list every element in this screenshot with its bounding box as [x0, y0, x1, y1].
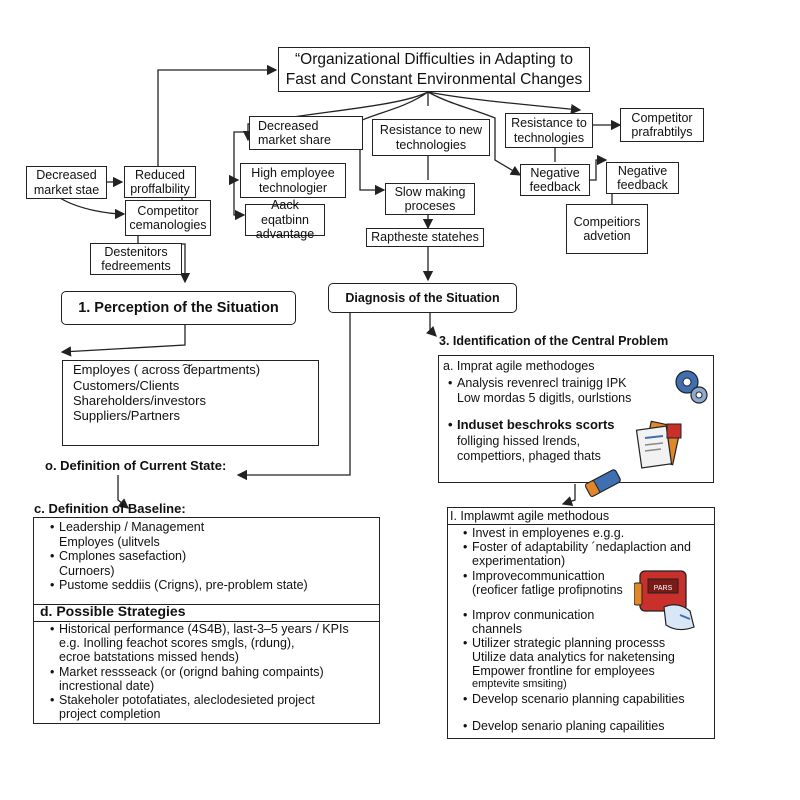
- agile-heading: a. Imprat agile methodoges: [443, 359, 595, 373]
- agile-item: folliging hissed lrends,: [457, 434, 580, 448]
- phase-perception: 1. Perception of the Situation: [61, 291, 296, 325]
- strategy-item: Stakeholer potofatiates, aleclodesieted …: [50, 693, 315, 707]
- stakeholder-item: Shareholders/investors: [73, 393, 206, 408]
- stakeholder-item: Suppliers/Partners: [73, 408, 180, 423]
- marker-icon: [584, 469, 621, 497]
- baseline-item: Pustome seddiis (Crigns), pre-problem st…: [50, 578, 308, 592]
- baseline-item: Employes (ulitvels: [59, 535, 160, 549]
- implement-item: experimentation): [472, 554, 566, 568]
- implement-item: channels: [472, 622, 523, 636]
- strategy-item: increstional date): [59, 679, 155, 693]
- implement-item: Foster of adaptability ´nedaplaction and: [463, 540, 691, 554]
- strategy-item: project completion: [59, 707, 161, 721]
- gear-icon: [675, 370, 708, 404]
- phase-identification: 3. Identification of the Central Problem: [439, 334, 669, 348]
- implement-panel: I. Implawmt agile methodous Invest in em…: [447, 507, 715, 739]
- title-line-1: “Organizational Difficulties in Adapting…: [294, 51, 573, 69]
- toolbox-icon: PARS: [634, 570, 695, 631]
- implement-item: Improvecommunicattion: [463, 569, 605, 583]
- strategies-panel: d. Possible Strategies Historical perfor…: [33, 603, 380, 724]
- implement-item: Utilize data analytics for naketensing: [472, 650, 675, 664]
- title-box: “Organizational Difficulties in Adapting…: [278, 47, 590, 92]
- implement-item: Improv conmunication: [463, 608, 594, 622]
- implement-heading: I. Implawmt agile methodous: [450, 509, 610, 523]
- agile-item: Analysis revenrecl trainigg IPK: [448, 376, 627, 390]
- implement-divider: [448, 524, 714, 525]
- agile-item: compettiors, phaged thats: [457, 449, 601, 463]
- title-line-2: Fast and Constant Environmental Changes: [285, 70, 583, 88]
- strategy-item: ecroe batstations missed hends): [59, 650, 239, 664]
- agile-subheading: Induset beschroks scorts: [448, 417, 614, 433]
- strategies-heading: d. Possible Strategies: [40, 603, 186, 619]
- implement-item: (reoficer fatlige profipnotins: [472, 583, 623, 597]
- baseline-heading: c. Definition of Baseline:: [34, 501, 186, 516]
- stakeholder-item: Employes ( across ͠departments): [73, 362, 261, 377]
- baseline-item: Curnoers): [59, 564, 115, 578]
- documents-icon: [635, 420, 682, 469]
- node-rapheste: Raptheste statehes: [366, 228, 484, 247]
- baseline-item: Leadership / Management: [50, 520, 204, 534]
- stakeholder-item: Customers/Clients: [73, 378, 180, 393]
- phase-diagnosis: Diagnosis of the Situation: [328, 283, 517, 313]
- baseline-item: Cmplones sasefaction): [50, 549, 186, 563]
- implement-item: Invest in employenes e.g.g.: [463, 526, 624, 540]
- baseline-panel: Leadership / Management Employes (ulitve…: [33, 517, 380, 605]
- agile-item: Low mordas 5 digitls, ourlstions: [457, 391, 632, 405]
- stakeholders-panel: Employes ( across ͠departments) Customer…: [62, 360, 319, 446]
- implement-item: Develop scenario planning capabilities: [463, 692, 685, 706]
- strategy-item: Market ressseack (or (orignd bahing comp…: [50, 665, 324, 679]
- implement-item: emptevite smsiting): [472, 678, 567, 690]
- implement-item: Empower frontline for employees: [472, 664, 655, 678]
- strategy-item: e.g. Inolling feachot scores smgls, (rdu…: [59, 636, 295, 650]
- implement-item: Develop senario planing capailities: [463, 719, 665, 733]
- implement-item: Utilizer strategic planning processs: [463, 636, 665, 650]
- toolbox-icon-lettering: PARS: [654, 585, 673, 592]
- strategy-item: Historical performance (4S4B), last-3–5 …: [50, 622, 349, 636]
- definition-current-state: o. Definition of Current State:: [45, 458, 227, 473]
- agile-panel: a. Imprat agile methodoges Analysis reve…: [438, 355, 714, 483]
